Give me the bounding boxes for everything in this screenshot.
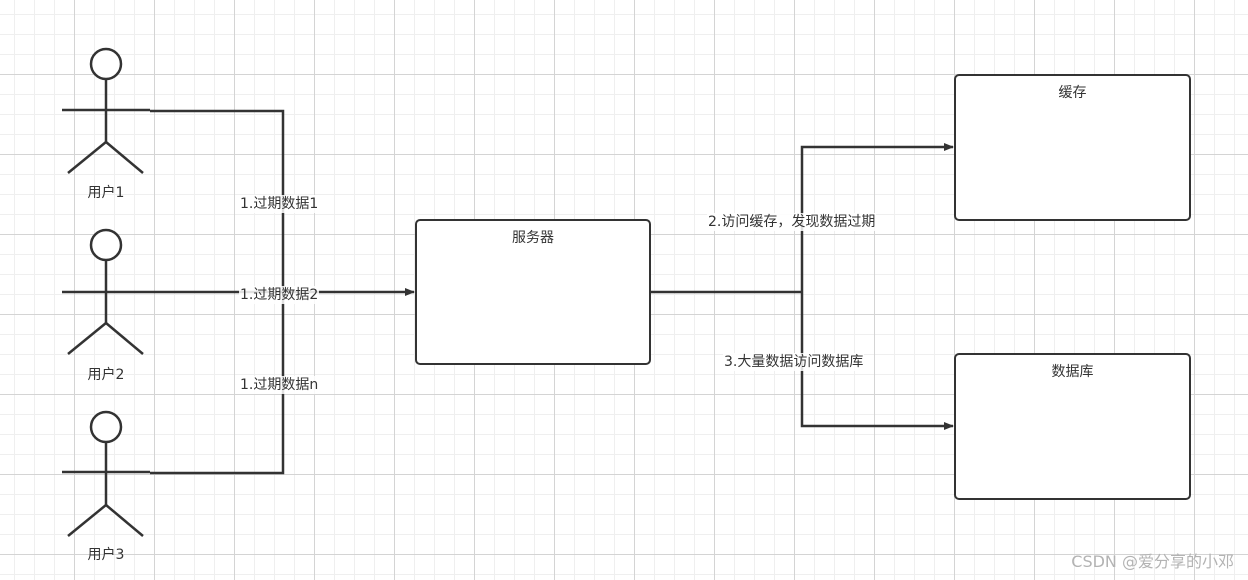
edge-label-expired-1: 1.过期数据1 [239, 195, 320, 213]
edge-label-access-cache: 2.访问缓存，发现数据过期 [707, 213, 877, 231]
server-title: 服务器 [512, 230, 554, 246]
edge-label-expired-n: 1.过期数据n [239, 376, 320, 394]
server-box[interactable]: 服务器 [415, 219, 651, 365]
csdn-watermark: CSDN @爱分享的小邓 [1071, 552, 1234, 571]
edge-label-expired-2: 1.过期数据2 [239, 286, 320, 304]
cache-box[interactable]: 缓存 [954, 74, 1191, 221]
actor-label-3: 用户3 [87, 547, 125, 563]
actor-figure-1[interactable] [62, 47, 150, 174]
connector-user1-server[interactable] [150, 109, 285, 292]
cache-title: 缓存 [1058, 85, 1087, 101]
connector-server-database[interactable] [800, 292, 954, 430]
database-title: 数据库 [1051, 364, 1094, 380]
actor-label-1: 用户1 [87, 185, 125, 201]
database-box[interactable]: 数据库 [954, 353, 1191, 500]
actor-figure-2[interactable] [62, 228, 150, 355]
actor-figure-3[interactable] [62, 410, 150, 537]
connector-server-cache[interactable] [800, 143, 954, 292]
edge-label-access-db: 3.大量数据访问数据库 [723, 353, 865, 371]
connector-user3-server[interactable] [150, 292, 285, 475]
actor-label-2: 用户2 [87, 367, 125, 383]
